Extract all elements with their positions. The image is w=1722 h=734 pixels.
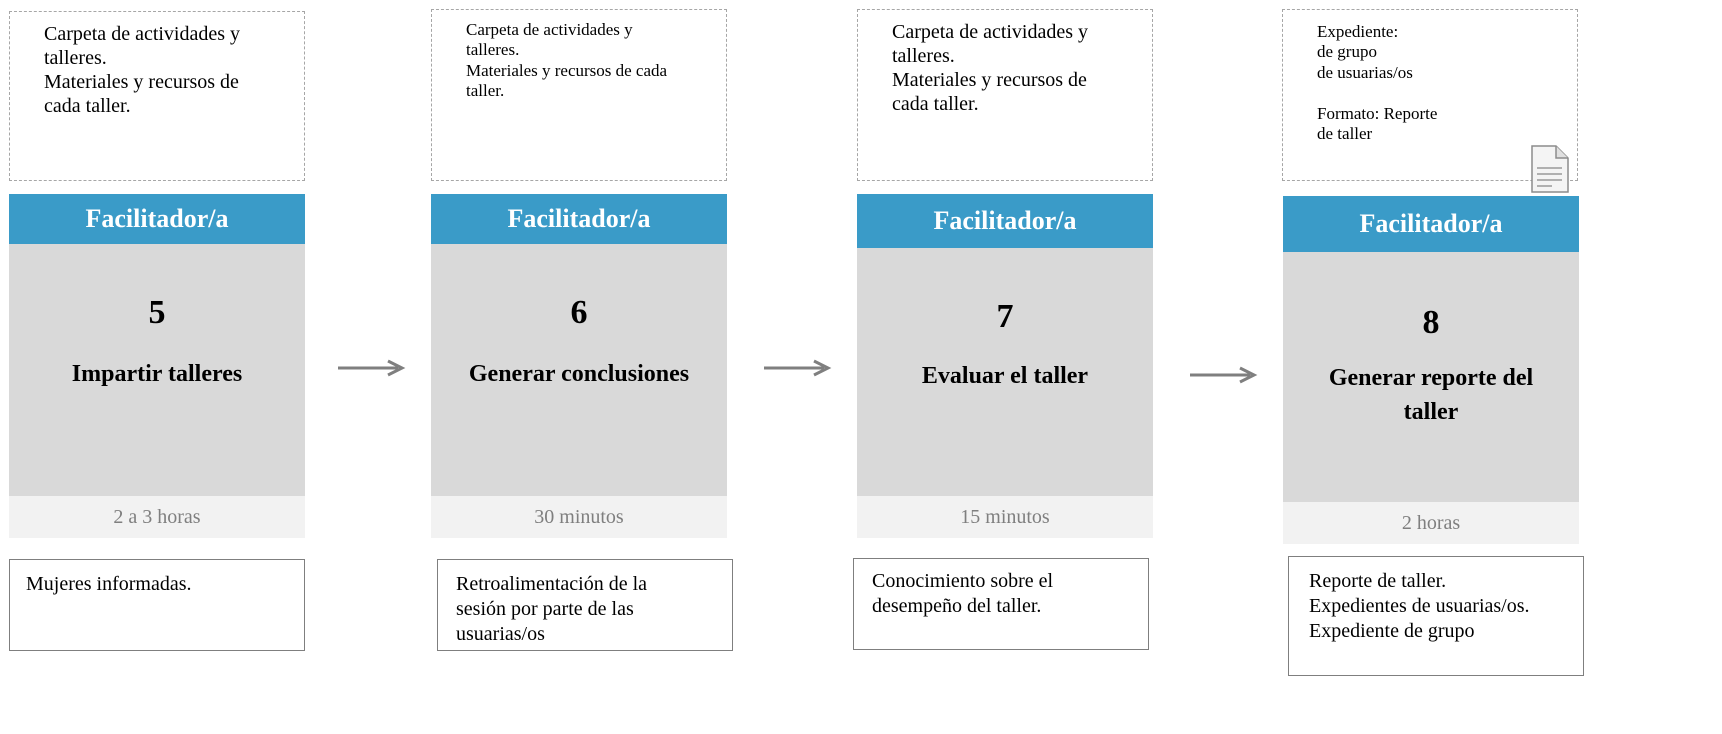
- arrow-right-icon: [338, 359, 406, 377]
- step-8-output-box: Reporte de taller. Expedientes de usuari…: [1288, 556, 1584, 676]
- step-6-output-text: Retroalimentación de la sesión por parte…: [456, 573, 648, 645]
- document-icon: [1531, 145, 1569, 193]
- step-5-duration: 2 a 3 horas: [9, 496, 305, 538]
- arrow-right-icon: [764, 359, 832, 377]
- step-5-inputs-text: Carpeta de actividades y talleres. Mater…: [44, 23, 241, 117]
- step-7-number: 7: [996, 298, 1014, 335]
- step-5-output-text: Mujeres informadas.: [26, 573, 192, 595]
- step-5-inputs-box: Carpeta de actividades y talleres. Mater…: [9, 11, 305, 181]
- step-6-duration: 30 minutos: [431, 496, 727, 538]
- step-8-body: 8 Generar reporte del taller: [1283, 252, 1579, 502]
- step-8-output-text: Reporte de taller. Expedientes de usuari…: [1309, 570, 1530, 642]
- step-6-inputs-text: Carpeta de actividades y talleres. Mater…: [466, 20, 668, 101]
- step-8-number: 8: [1422, 304, 1440, 341]
- arrow-right-icon: [1190, 366, 1258, 384]
- step-7-inputs-text: Carpeta de actividades y talleres. Mater…: [892, 21, 1089, 115]
- step-5-role-bar: Facilitador/a: [9, 194, 305, 244]
- step-8-role-bar: Facilitador/a: [1283, 196, 1579, 252]
- step-6-output-box: Retroalimentación de la sesión por parte…: [437, 559, 733, 651]
- step-6-number: 6: [570, 294, 588, 331]
- step-5-body: 5 Impartir talleres: [9, 244, 305, 496]
- step-5-output-box: Mujeres informadas.: [9, 559, 305, 651]
- step-7-output-text: Conocimiento sobre el desempeño del tall…: [872, 570, 1054, 617]
- step-7-duration: 15 minutos: [857, 496, 1153, 538]
- step-8-duration: 2 horas: [1283, 502, 1579, 544]
- step-8-title: Generar reporte del taller: [1328, 365, 1534, 425]
- step-6-title: Generar conclusiones: [468, 361, 690, 387]
- step-6-role-bar: Facilitador/a: [431, 194, 727, 244]
- step-7-title: Evaluar el taller: [921, 363, 1089, 389]
- step-5-number: 5: [148, 294, 166, 331]
- step-8-inputs-box: Expediente: de grupo de usuarias/os Form…: [1282, 9, 1578, 181]
- step-7-role-bar: Facilitador/a: [857, 194, 1153, 248]
- step-7-inputs-box: Carpeta de actividades y talleres. Mater…: [857, 9, 1153, 181]
- step-7-output-box: Conocimiento sobre el desempeño del tall…: [853, 558, 1149, 650]
- step-6-body: 6 Generar conclusiones: [431, 244, 727, 496]
- step-8-inputs-text: Expediente: de grupo de usuarias/os Form…: [1317, 22, 1438, 143]
- step-6-inputs-box: Carpeta de actividades y talleres. Mater…: [431, 9, 727, 181]
- step-5-title: Impartir talleres: [71, 361, 243, 387]
- step-7-body: 7 Evaluar el taller: [857, 248, 1153, 496]
